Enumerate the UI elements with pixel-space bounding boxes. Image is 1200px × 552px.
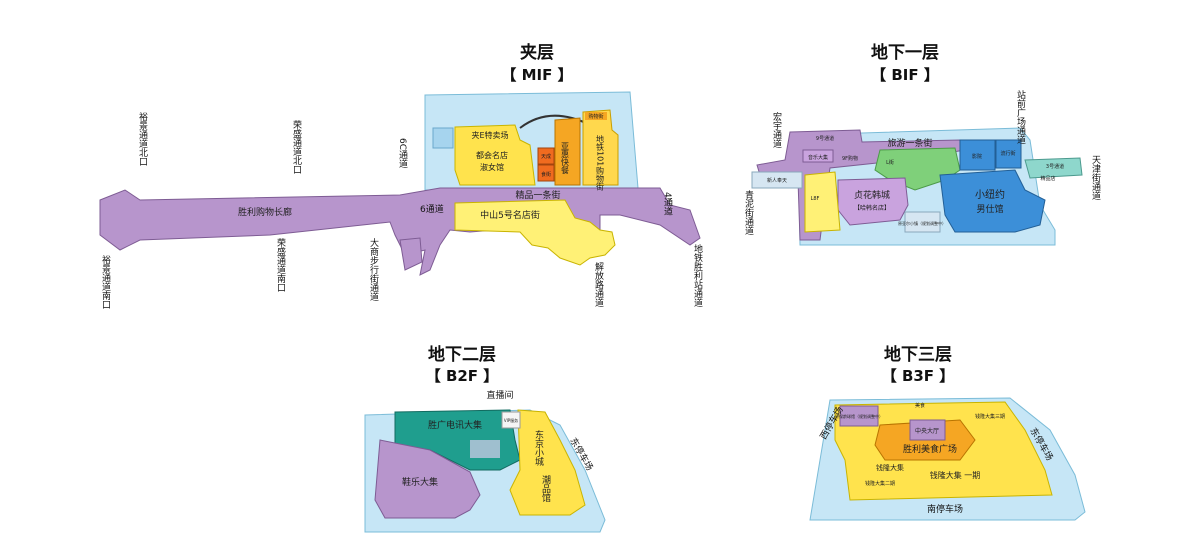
b3f-label-qianlong: 钱隆大集 xyxy=(876,463,904,472)
mif-small1-zone[interactable] xyxy=(537,147,555,165)
passage-tianjin: 天津街通道 xyxy=(1090,155,1101,201)
passage-qingni: 青泥街通道 xyxy=(743,189,754,236)
mif-label-small-top: 购物街 xyxy=(588,113,603,120)
b2f-code: 【 B2F 】 xyxy=(426,367,499,385)
mif-label-small1: 天成 xyxy=(541,153,551,160)
b2f-label-studio: 直播间 xyxy=(486,389,513,401)
passage-6: 6通道 xyxy=(420,203,444,215)
b1f-code: 【 BIF 】 xyxy=(871,66,939,84)
floor-b1f: 地下一层 【 BIF 】 旅游一条街 贞花韩城 【哈韩名店】 小纽约 男仕馆 音… xyxy=(743,42,1101,246)
floor-b3f: 地下三层 【 B3F 】 胜利美食广场 钱隆大集 钱隆大集 一期 中央大厅 原保… xyxy=(809,344,1086,521)
b3f-title: 地下三层 xyxy=(884,344,952,365)
b1f-label-korea: 贞花韩城 xyxy=(854,189,890,201)
floor-b2f: 地下二层 【 B2F 】 直播间 胜广电讯大集 鞋乐大集 东京小城 潮品馆 VI… xyxy=(364,344,606,533)
b1f-label-s7: 精品店 xyxy=(1040,175,1055,182)
passage-rongsheng-south: 荣盛通道南口 xyxy=(275,237,286,292)
passage-yujing-south: 裕景通道南口 xyxy=(100,254,111,309)
mif-label-small2: 食街 xyxy=(541,171,551,178)
b1f-popular-zone[interactable] xyxy=(995,139,1022,169)
passage-zhanqian: 站前广场通道 xyxy=(1015,89,1026,145)
b3f-label-food: 胜利美食广场 xyxy=(903,443,957,455)
passage-6c: 6C通道 xyxy=(397,138,408,169)
mif-capital-zone[interactable] xyxy=(454,124,536,186)
b1f-music-zone[interactable] xyxy=(802,149,834,163)
mif-label-special: 夹E特卖场 xyxy=(471,130,508,140)
b3f-label-center: 中央大厅 xyxy=(915,427,939,435)
b1f-label-newyork: 小纽约 xyxy=(975,188,1005,201)
b1f-label-s5: 流行街 xyxy=(1000,150,1015,157)
b1f-teal-passage xyxy=(1024,157,1083,179)
b2f-shoes-zone[interactable] xyxy=(374,439,481,519)
b1f-label-korea-sub: 【哈韩名店】 xyxy=(854,204,890,212)
mif-label-dept: 亚惠快餐 xyxy=(561,142,570,175)
mif-small-top xyxy=(585,112,607,120)
b3f-label-s2: 美食 xyxy=(915,402,925,409)
passage-metro-station: 地铁胜利站通道 xyxy=(692,243,703,308)
b1f-label-s8: 新人奉天 xyxy=(767,177,787,184)
b1f-label-s2: 9F购物 xyxy=(842,155,858,162)
passage-rongsheng-north: 荣盛通道北口 xyxy=(291,119,302,174)
b3f-label-s1: 钱隆大集二期 xyxy=(865,480,895,487)
b1f-label-s4: 影院 xyxy=(972,153,982,160)
b2f-label-shoes: 鞋乐大集 xyxy=(402,476,438,488)
floor-mif: 夹层 【 MIF 】 夹E特卖场 都会名店 淑女馆 亚惠快餐 地铁101购物街 … xyxy=(99,42,703,309)
b1f-label-s10: L8F xyxy=(811,196,820,202)
b1f-korea-zone[interactable] xyxy=(837,177,909,226)
b2f-label-trend: 潮品馆 xyxy=(540,474,551,503)
b2f-grey-box xyxy=(470,440,500,458)
b1f-grey-left xyxy=(751,171,803,189)
b1f-label-s3: L街 xyxy=(886,159,894,166)
b3f-label-s3: 钱隆大集三期 xyxy=(975,413,1005,420)
b2f-title: 地下二层 xyxy=(428,344,496,365)
b1f-label-s6: 3号通道 xyxy=(1046,163,1064,170)
b3f-code: 【 B3F 】 xyxy=(882,367,955,385)
mif-label-capital: 都会名店 xyxy=(476,150,508,160)
mif-blue-box xyxy=(432,127,454,149)
b1f-mid-box xyxy=(904,211,941,233)
b2f-label-small: VIP服务 xyxy=(504,417,518,423)
b2f-small-zone xyxy=(501,411,521,429)
b1f-cinema-zone[interactable] xyxy=(959,139,996,171)
b1f-title: 地下一层 xyxy=(871,42,939,63)
b3f-center-zone[interactable] xyxy=(909,419,946,441)
b3f-label-qianlong2: 钱隆大集 一期 xyxy=(930,470,981,480)
mif-code: 【 MIF 】 xyxy=(501,66,572,84)
b3f-label-kids: 原保龄球馆（规划调整中） xyxy=(835,413,883,419)
mif-label-corridor: 胜利购物长廊 xyxy=(238,206,292,218)
mif-label-ladies: 淑女馆 xyxy=(480,162,504,172)
mif-dept-zone[interactable] xyxy=(554,117,581,186)
passage-hongyu: 宏宇通道 xyxy=(771,111,782,149)
mif-zhongshan-zone[interactable] xyxy=(454,199,616,266)
mif-title: 夹层 xyxy=(520,42,554,63)
passage-yujing-north: 裕景通道北口 xyxy=(137,111,148,166)
b1f-label-s1: 9号通道 xyxy=(816,135,834,142)
passage-jiefang: 解放路通道 xyxy=(593,261,604,308)
mif-label-boutique: 精品一条街 xyxy=(515,189,560,201)
b1f-label-men: 男仕馆 xyxy=(976,203,1003,215)
b1f-label-music: 音乐大集 xyxy=(808,154,828,161)
mif-label-metro: 地铁101购物街 xyxy=(596,134,605,191)
mif-metro-zone[interactable] xyxy=(582,109,619,186)
mif-corridor-branch xyxy=(399,237,423,271)
mif-small2-zone[interactable] xyxy=(537,164,555,182)
b1f-label-travel: 旅游一条街 xyxy=(887,137,932,149)
mif-label-zhongshan: 中山5号名店街 xyxy=(480,209,540,221)
passage-4: 4通道 xyxy=(662,192,673,217)
b1f-newyork-zone[interactable] xyxy=(939,169,1046,233)
passage-dashang: 大商步行街通道 xyxy=(368,237,379,302)
b3f-south-parking: 南停车场 xyxy=(927,503,963,515)
b2f-label-electronics: 胜广电讯大集 xyxy=(428,419,482,431)
b1f-label-s9: 原亚尔小镇（规划调整中） xyxy=(898,220,946,226)
b2f-label-east: 东京小城 xyxy=(533,429,544,467)
b1f-l8f-zone[interactable] xyxy=(804,171,841,233)
b2f-east-zone[interactable] xyxy=(509,409,586,516)
b3f-kids-zone[interactable] xyxy=(839,405,879,427)
